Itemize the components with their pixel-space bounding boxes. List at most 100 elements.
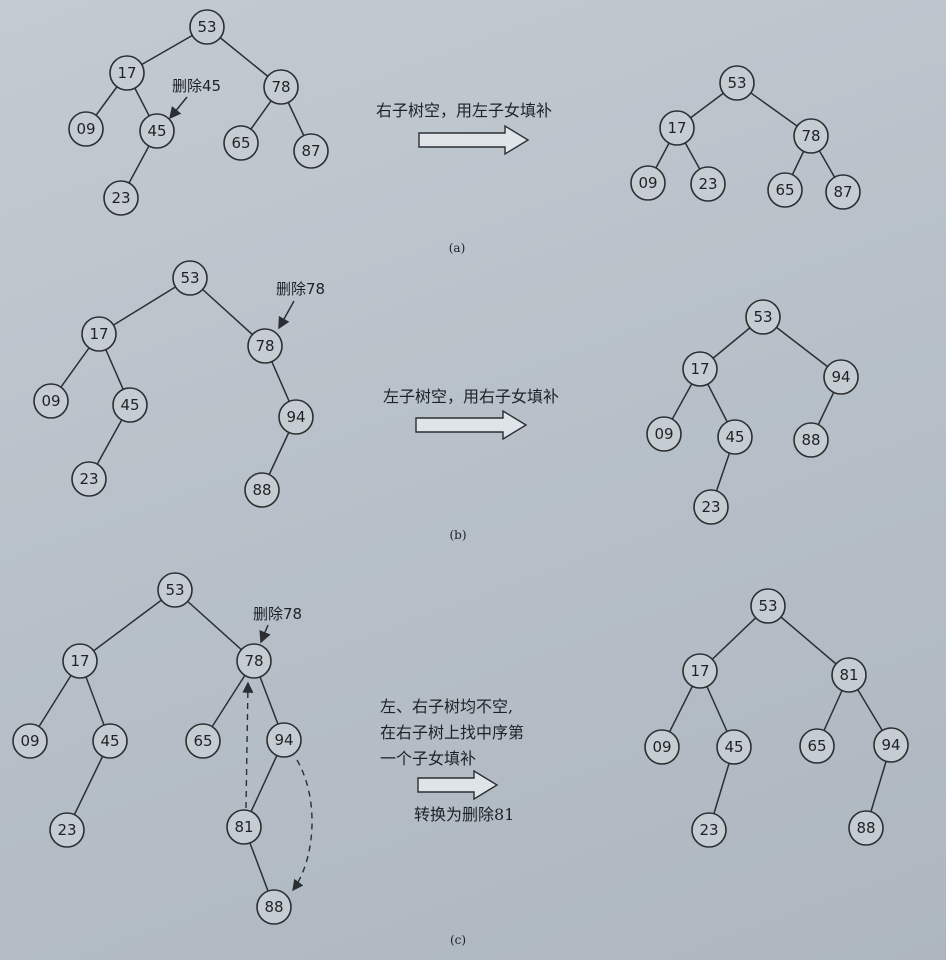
svg-text:94: 94 [274,731,293,749]
delete-pointer-arrow [259,624,271,644]
svg-text:78: 78 [801,127,820,145]
svg-text:94: 94 [881,736,900,754]
tree-node: 94 [823,359,859,395]
svg-text:09: 09 [41,392,60,410]
convert-label: 转换为删除81 [414,805,514,824]
svg-text:45: 45 [120,396,139,414]
svg-text:23: 23 [698,175,717,193]
tree-node: 78 [263,69,299,105]
delete-pointer-arrow [169,96,188,120]
tree-node: 09 [12,723,48,759]
svg-text:09: 09 [652,738,671,756]
tree-node: 88 [256,889,292,925]
tree-node: 78 [793,118,829,154]
panel-c-before-tree: 53 17 78 09 45 65 94 23 81 88 [12,572,313,925]
svg-text:53: 53 [758,597,777,615]
tree-node: 09 [630,165,666,201]
svg-text:45: 45 [724,738,743,756]
transform-arrow [415,409,528,441]
tree-node: 81 [831,657,867,693]
svg-text:17: 17 [117,64,136,82]
tree-node: 87 [825,174,861,210]
tree-node: 94 [873,727,909,763]
svg-text:65: 65 [193,732,212,750]
svg-text:53: 53 [197,18,216,36]
svg-text:23: 23 [79,470,98,488]
tree-node: 94 [278,399,314,435]
tree-node: 17 [109,55,145,91]
tree-node: 53 [172,260,208,296]
panel-a-before-tree: 53 17 78 09 45 65 87 23 [68,9,329,216]
rule-text-line-2: 在右子树上找中序第 [380,723,524,742]
tree-node: 88 [244,472,280,508]
svg-text:94: 94 [286,408,305,426]
transform-arrow [418,124,530,156]
svg-text:81: 81 [234,818,253,836]
tree-node: 17 [659,110,695,146]
tree-node: 17 [682,653,718,689]
rule-text-line-1: 左、右子树均不空, [380,697,513,716]
tree-node: 45 [112,387,148,423]
tree-node: 23 [103,180,139,216]
tree-node: 53 [750,588,786,624]
svg-text:94: 94 [831,368,850,386]
tree-node: 23 [693,489,729,525]
tree-node: 53 [719,65,755,101]
tree-node: 88 [848,810,884,846]
rule-text: 左子树空，用右子女填补 [383,387,559,406]
inorder-search-dashed-arrow [292,759,313,892]
delete-label: 删除78 [253,605,302,623]
svg-text:17: 17 [690,360,709,378]
replacement-dashed-arrow [242,681,254,809]
tree-node: 65 [799,728,835,764]
tree-node: 45 [139,113,175,149]
svg-text:53: 53 [165,581,184,599]
tree-node: 78 [247,328,283,364]
svg-text:88: 88 [252,481,271,499]
panel-a-after-tree: 53 17 78 09 23 65 87 [630,65,861,210]
svg-text:87: 87 [833,183,852,201]
panel-b-before-tree: 53 17 78 09 45 94 23 88 [33,260,314,508]
tree-node: 94 [266,722,302,758]
svg-text:65: 65 [231,134,250,152]
panel-caption: (c) [450,933,466,947]
svg-text:23: 23 [57,821,76,839]
svg-text:09: 09 [76,120,95,138]
panel-caption: (a) [449,241,466,255]
svg-text:17: 17 [667,119,686,137]
svg-text:23: 23 [111,189,130,207]
tree-node: 78 [236,643,272,679]
tree-node: 17 [682,351,718,387]
tree-node: 23 [49,812,85,848]
svg-text:23: 23 [699,821,718,839]
panel-c-after-tree: 53 17 81 09 45 65 94 23 88 [644,588,909,848]
svg-text:53: 53 [753,308,772,326]
svg-text:65: 65 [807,737,826,755]
svg-text:23: 23 [701,498,720,516]
svg-text:17: 17 [70,652,89,670]
svg-text:09: 09 [654,425,673,443]
svg-text:09: 09 [638,174,657,192]
svg-text:78: 78 [255,337,274,355]
svg-text:78: 78 [244,652,263,670]
tree-node: 53 [745,299,781,335]
svg-text:88: 88 [264,898,283,916]
svg-text:88: 88 [856,819,875,837]
tree-node: 88 [793,422,829,458]
tree-node: 45 [716,729,752,765]
tree-node: 09 [68,111,104,147]
tree-node: 87 [293,133,329,169]
tree-node: 17 [81,316,117,352]
delete-label: 删除45 [172,77,221,95]
tree-node: 53 [189,9,225,45]
svg-text:17: 17 [690,662,709,680]
transform-arrow [417,769,499,801]
svg-text:09: 09 [20,732,39,750]
tree-node: 23 [691,812,727,848]
rule-text-line-3: 一个子女填补 [380,749,476,768]
tree-node: 53 [157,572,193,608]
svg-text:78: 78 [271,78,290,96]
tree-node: 45 [717,419,753,455]
tree-node: 23 [690,166,726,202]
svg-text:87: 87 [301,142,320,160]
